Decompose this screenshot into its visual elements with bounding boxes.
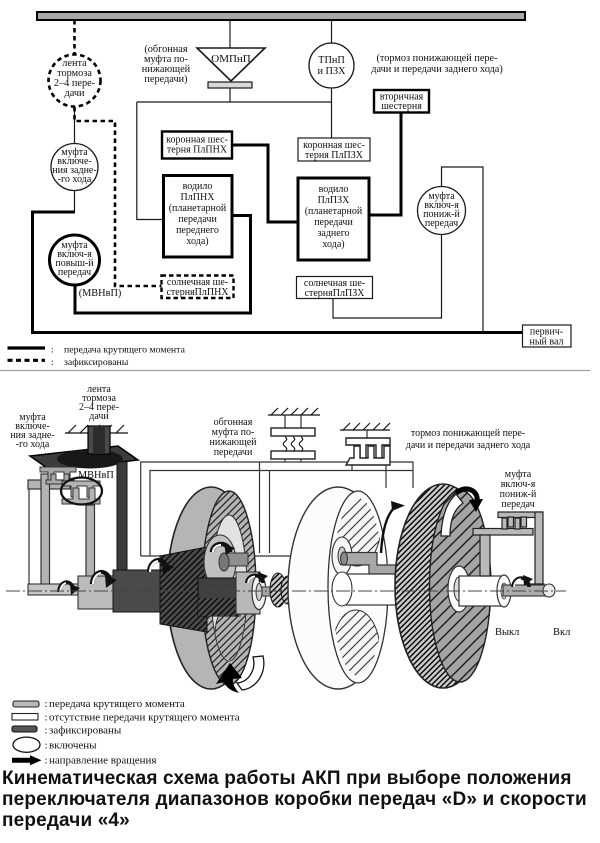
svg-text:2–4 пере-: 2–4 пере- (79, 402, 119, 413)
svg-text:переднего: переднего (176, 225, 219, 236)
svg-text:передач: передач (58, 267, 91, 278)
svg-text::: : (51, 357, 54, 368)
svg-text:включе-: включе- (15, 421, 49, 432)
svg-text:терня ПлПЗХ: терня ПлПЗХ (305, 150, 364, 161)
svg-text:Вкл: Вкл (553, 627, 570, 638)
svg-text:передачи: передачи (214, 447, 253, 458)
svg-text:солнечная ше-: солнечная ше- (167, 277, 228, 288)
svg-text:отсутствие передачи крутящего: отсутствие передачи крутящего момента (49, 711, 240, 723)
svg-text:тормоза: тормоза (57, 68, 92, 79)
svg-text:стерняПлПНХ: стерняПлПНХ (166, 287, 229, 298)
svg-text:включены: включены (49, 740, 97, 752)
svg-text::: : (45, 725, 48, 737)
svg-text:Выкл: Выкл (495, 627, 519, 638)
svg-text:хода): хода) (322, 239, 344, 250)
svg-text:(обгонная: (обгонная (144, 44, 188, 55)
svg-text:дачи и передачи заднего хода: дачи и передачи заднего хода (406, 440, 531, 451)
svg-text:лента: лента (87, 384, 111, 395)
svg-text:терня ПлПНХ: терня ПлПНХ (167, 145, 228, 156)
svg-text:и ПЗХ: и ПЗХ (317, 66, 346, 77)
svg-text:заднего: заднего (317, 228, 349, 239)
svg-text:первич-: первич- (530, 327, 563, 338)
svg-text:МВНвП: МВНвП (78, 470, 114, 481)
svg-text:муфта: муфта (19, 412, 46, 423)
svg-text:включе-: включе- (57, 156, 91, 167)
svg-text:ный вал: ный вал (529, 337, 563, 348)
svg-text:муфта по-: муфта по- (144, 54, 189, 65)
svg-text:(МВНвП): (МВНвП) (79, 288, 122, 299)
svg-text:дачи: дачи (89, 411, 109, 422)
svg-text:тормоз понижающей пере-: тормоз понижающей пере- (411, 428, 525, 439)
svg-text:повыш-й: повыш-й (55, 258, 94, 269)
svg-text::: : (45, 755, 48, 767)
svg-text:дачи и передачи заднего хода): дачи и передачи заднего хода) (371, 64, 503, 75)
svg-text:ПлПЗХ: ПлПЗХ (318, 195, 350, 206)
svg-text::: : (45, 740, 48, 752)
svg-text:направление вращения: направление вращения (49, 755, 156, 767)
svg-text:дачи: дачи (64, 88, 85, 99)
svg-text:пониж-й: пониж-й (500, 489, 537, 500)
svg-text:нижающей: нижающей (142, 64, 191, 75)
svg-text:зафиксированы: зафиксированы (49, 725, 122, 737)
svg-text:передачи): передачи) (144, 74, 187, 85)
svg-text:муфта: муфта (61, 147, 88, 158)
svg-text:2–4 пере-: 2–4 пере- (54, 78, 96, 89)
svg-text::: : (45, 698, 48, 710)
svg-text:ПлПНХ: ПлПНХ (181, 192, 216, 203)
svg-text:муфта по-: муфта по- (212, 427, 255, 438)
svg-text:ния задне-: ния задне- (10, 430, 54, 441)
svg-text:передача крутящего момента: передача крутящего момента (49, 698, 185, 710)
svg-text:стерняПлПЗХ: стерняПлПЗХ (305, 288, 366, 299)
svg-text:включ-я: включ-я (424, 200, 459, 211)
svg-text:ния задне-: ния задне- (52, 165, 96, 176)
svg-text:-го хода: -го хода (16, 439, 50, 450)
svg-text:лента: лента (62, 58, 87, 69)
svg-text:передачи: передачи (314, 217, 353, 228)
svg-text:передача крутящего момента: передача крутящего момента (64, 345, 186, 356)
svg-text:муфта: муфта (61, 240, 88, 251)
svg-text:(тормоз понижающей пере-: (тормоз понижающей пере- (376, 53, 498, 64)
svg-text:ОМПнП: ОМПнП (211, 53, 251, 65)
svg-text:передачи: передачи (178, 214, 217, 225)
svg-text:солнечная ше-: солнечная ше- (304, 278, 365, 289)
svg-text:муфта: муфта (428, 191, 455, 202)
svg-text::: : (45, 711, 48, 723)
svg-text:водило: водило (319, 184, 349, 195)
svg-text:коронная шес-: коронная шес- (166, 135, 228, 146)
svg-text:зафиксированы: зафиксированы (64, 357, 129, 368)
svg-text:шестерня: шестерня (381, 101, 422, 112)
svg-text:передач: передач (425, 218, 458, 229)
svg-text:ТПнП: ТПнП (318, 55, 345, 66)
svg-text::: : (51, 345, 54, 356)
svg-text:пониж-й: пониж-й (423, 209, 460, 220)
svg-text:тормоза: тормоза (82, 393, 116, 404)
svg-text:включ-я: включ-я (57, 249, 92, 260)
svg-text:коронная шес-: коронная шес- (303, 140, 365, 151)
svg-text:нижающей: нижающей (209, 437, 257, 448)
svg-text:включ-я: включ-я (501, 479, 536, 490)
svg-text:обгонная: обгонная (214, 417, 253, 428)
svg-text:-го хода: -го хода (58, 174, 92, 185)
svg-text:муфта: муфта (505, 469, 532, 480)
svg-text:водило: водило (183, 181, 213, 192)
svg-text:хода): хода) (186, 236, 208, 247)
svg-text:вторичная: вторичная (380, 92, 424, 103)
svg-text:(планетарной: (планетарной (305, 206, 363, 217)
svg-text:(планетарной: (планетарной (169, 203, 227, 214)
svg-text:передач: передач (501, 499, 534, 510)
